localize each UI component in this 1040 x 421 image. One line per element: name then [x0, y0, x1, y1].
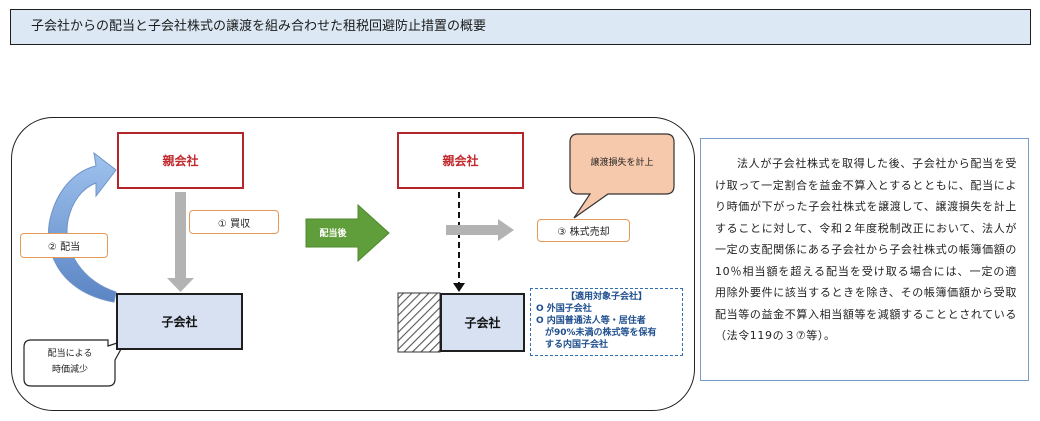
dividend-curve-arrow	[48, 151, 117, 303]
value-decrease-callout	[23, 338, 128, 387]
parent-company-box: 親会社	[117, 132, 244, 189]
explanation-text: 法人が子会社株式を取得した後、子会社から配当を受け取って一定割合を益金不算入とす…	[700, 138, 1029, 381]
parent-company-box-after: 親会社	[397, 132, 524, 189]
after-dividend-arrow	[305, 203, 390, 263]
value-decrease-text: 配当による 時価減少	[47, 349, 93, 375]
purchase-down-arrow	[167, 192, 194, 292]
sale-label: ③ 株式売却	[537, 219, 630, 242]
list-item: O 内国普通法人等・居住者	[536, 316, 646, 326]
loss-callout-text: 譲渡損失を計上	[590, 158, 654, 168]
subsidiary-box: 子会社	[116, 293, 243, 350]
list-item: が90%未満の株式等を保有	[536, 328, 657, 338]
after-dividend-label: 配当後	[319, 229, 347, 239]
purchase-label: ① 買収	[189, 210, 279, 234]
subsidiary-box-after: 子会社	[440, 293, 525, 352]
holding-arrow-head	[453, 283, 465, 292]
loss-callout-bubble	[569, 133, 675, 219]
hatched-decrease	[397, 292, 441, 353]
list-item: O 外国子会社	[536, 304, 592, 314]
list-item: する内国子会社	[536, 340, 609, 350]
page-title: 子会社からの配当と子会社株式の譲渡を組み合わせた租税回避防止措置の概要	[10, 9, 1031, 45]
target-subsidiary-list: 【適用対象子会社】 O 外国子会社 O 内国普通法人等・居住者 が90%未満の株…	[530, 288, 683, 356]
dividend-label: ② 配当	[20, 233, 108, 258]
list-heading: 【適用対象子会社】	[565, 292, 647, 302]
sale-right-arrow	[446, 219, 514, 241]
